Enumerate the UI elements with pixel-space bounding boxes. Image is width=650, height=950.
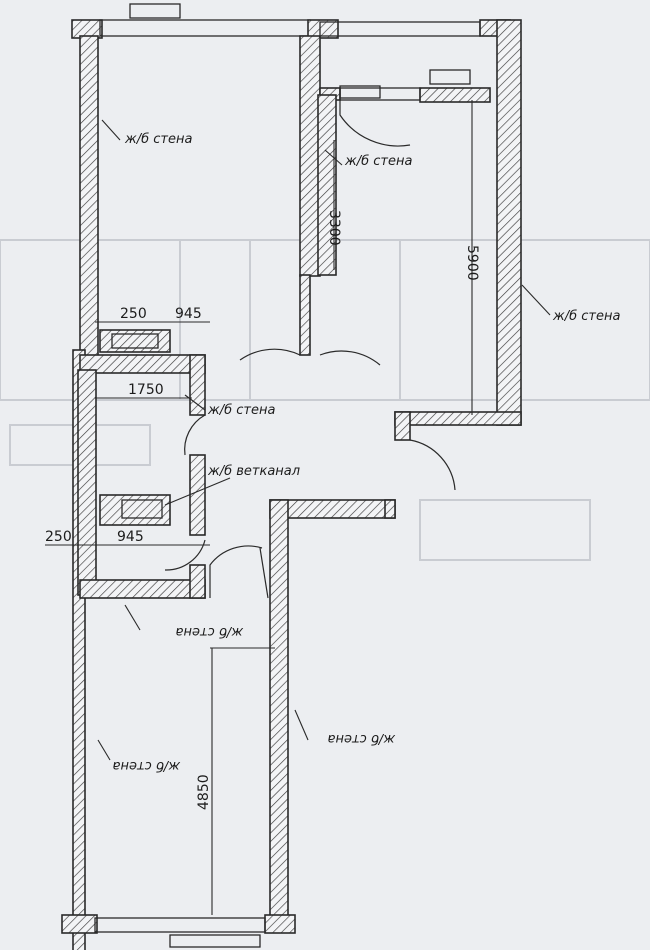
label-rc-wall-lower-3: ж/б стена bbox=[328, 731, 396, 746]
dim-1750: 1750 bbox=[128, 382, 164, 398]
label-rc-wall-right: ж/б стена bbox=[552, 309, 620, 324]
doors bbox=[164, 100, 456, 599]
label-rc-wall-center: ж/б стена bbox=[344, 154, 412, 169]
leader-lines bbox=[97, 119, 551, 761]
walls bbox=[61, 3, 522, 950]
dim-4850: 4850 bbox=[196, 774, 212, 810]
dim-5900: 5900 bbox=[464, 245, 480, 281]
top-left-window bbox=[99, 19, 311, 37]
label-rc-vent: ж/б ветканал bbox=[207, 464, 300, 479]
dim-250-top: 250 bbox=[120, 306, 147, 322]
dim-945-bottom: 945 bbox=[117, 529, 144, 545]
dimension-lines bbox=[45, 100, 473, 915]
left-outer-wall-upper bbox=[79, 35, 99, 357]
label-rc-wall-lower-2: ж/б стена bbox=[113, 758, 181, 773]
label-rc-wall-bath: ж/б стена bbox=[207, 403, 275, 418]
label-rc-wall-top-left: ж/б стена bbox=[124, 132, 192, 147]
center-partition-upper bbox=[299, 35, 321, 277]
dim-945-top: 945 bbox=[175, 306, 202, 322]
dim-3300: 3300 bbox=[326, 210, 342, 246]
dim-250-bottom: 250 bbox=[45, 529, 72, 545]
vent-shaft-upper bbox=[99, 329, 171, 353]
label-rc-wall-lower-1: ж/б стена bbox=[176, 624, 244, 639]
right-outer-wall bbox=[496, 19, 522, 426]
